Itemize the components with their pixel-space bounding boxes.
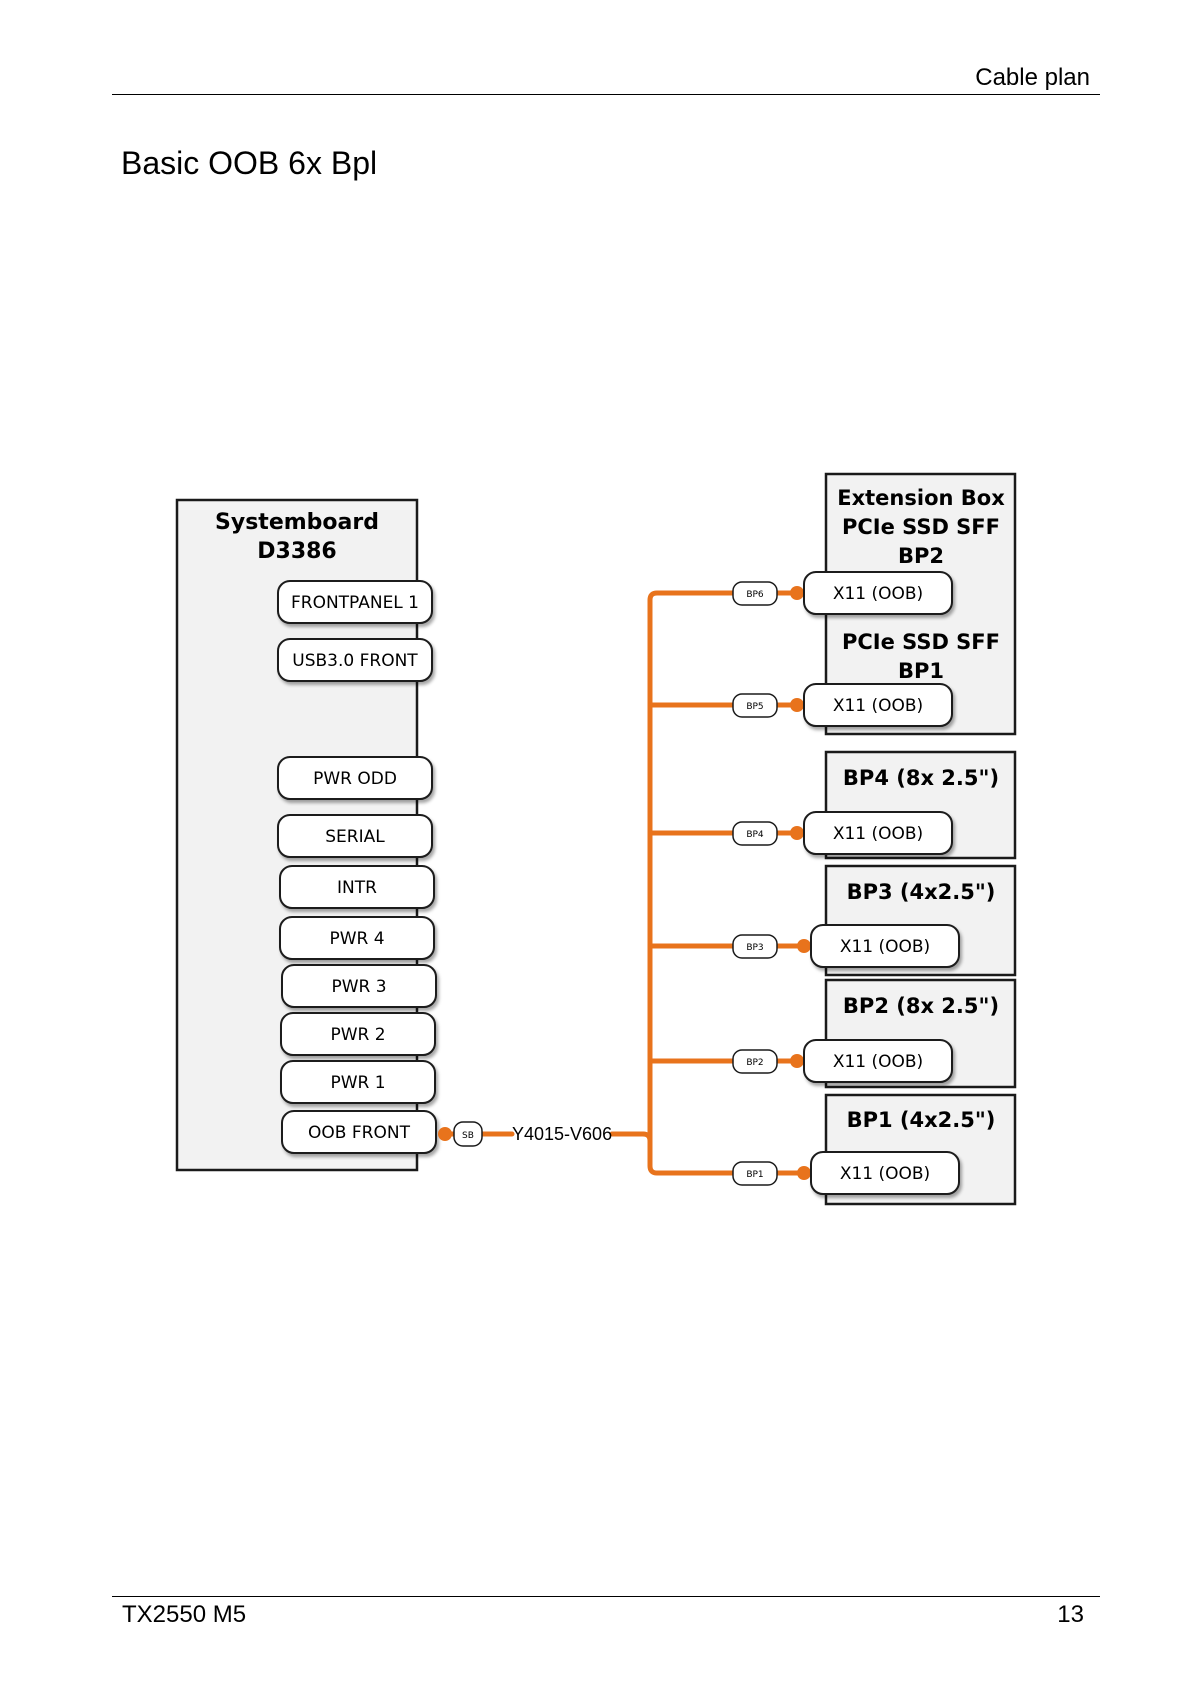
backplane-bp1: BP1 (4x2.5") [824, 1093, 1017, 1206]
header-section-label: Cable plan [975, 64, 1090, 91]
backplane-bp4: BP4 (8x 2.5") [824, 750, 1017, 860]
cable-tag-bp6: BP6 [732, 581, 778, 606]
port-x11-oob-bp5: X11 (OOB) [803, 683, 953, 727]
tag-label: BP6 [746, 590, 764, 600]
extension-box-title-1: Extension Box [837, 486, 1005, 510]
connector-label: PWR 3 [331, 977, 386, 997]
cable-tag-sb: SB [453, 1121, 483, 1147]
connector-frontpanel-1: FRONTPANEL 1 [277, 580, 433, 624]
port-label: X11 (OOB) [833, 824, 923, 844]
connector-usb3-front: USB3.0 FRONT [277, 638, 433, 682]
connector-pwr-3: PWR 3 [281, 964, 437, 1008]
cable-tag-bp3: BP3 [732, 934, 778, 959]
footer-page-number: 13 [1057, 1601, 1084, 1628]
systemboard-title: Systemboard [215, 510, 379, 535]
port-label: X11 (OOB) [833, 584, 923, 604]
connector-pwr-odd: PWR ODD [277, 756, 433, 800]
connector-pwr-2: PWR 2 [280, 1012, 436, 1056]
cable-tag-bp5: BP5 [732, 693, 778, 718]
systemboard-model: D3386 [257, 539, 337, 564]
connector-label: PWR 2 [330, 1025, 385, 1045]
port-x11-oob-bp3: X11 (OOB) [810, 924, 960, 968]
connector-label: PWR 4 [329, 929, 384, 949]
backplane-title: BP1 (4x2.5") [847, 1108, 996, 1132]
page-title: Basic OOB 6x Bpl [121, 145, 378, 181]
port-label: X11 (OOB) [840, 1164, 930, 1184]
connector-pwr-1: PWR 1 [280, 1060, 436, 1104]
connector-label: USB3.0 FRONT [292, 651, 418, 671]
tag-label: BP2 [746, 1058, 763, 1068]
port-x11-oob-bp6: X11 (OOB) [803, 571, 953, 615]
backplane-title: BP4 (8x 2.5") [843, 766, 999, 790]
extension-box-subtitle-2: BP1 [898, 659, 944, 683]
port-x11-oob-bp1: X11 (OOB) [810, 1151, 960, 1195]
cable-tag-bp2: BP2 [732, 1049, 778, 1074]
backplane-bp2: BP2 (8x 2.5") [824, 978, 1017, 1089]
cable-y4015-v606 [438, 590, 807, 1176]
connector-label: FRONTPANEL 1 [291, 593, 419, 613]
tag-label: BP3 [746, 943, 763, 953]
cable-label: Y4015-V606 [512, 1124, 612, 1144]
page-header: Cable plan [112, 64, 1100, 95]
cable-tag-bp4: BP4 [732, 821, 778, 846]
connector-intr: INTR [279, 865, 435, 909]
port-label: X11 (OOB) [840, 937, 930, 957]
footer-model: TX2550 M5 [122, 1601, 247, 1628]
extension-box-subtitle-1: PCIe SSD SFF [842, 630, 1000, 654]
backplane-title: BP3 (4x2.5") [847, 880, 996, 904]
connector-serial: SERIAL [277, 814, 433, 858]
port-x11-oob-bp2: X11 (OOB) [803, 1039, 953, 1083]
page-footer: TX2550 M5 13 [112, 1596, 1100, 1628]
connector-label: INTR [337, 878, 377, 898]
tag-label: SB [462, 1131, 474, 1141]
cable-tag-bp1: BP1 [732, 1161, 778, 1186]
tag-label: BP1 [746, 1170, 763, 1180]
extension-box-title-3: BP2 [898, 544, 944, 568]
extension-box-title-2: PCIe SSD SFF [842, 515, 1000, 539]
connector-label: SERIAL [325, 827, 385, 847]
port-label: X11 (OOB) [833, 696, 923, 716]
tag-label: BP4 [746, 830, 764, 840]
connector-label: PWR ODD [313, 769, 397, 789]
connector-label: PWR 1 [330, 1073, 385, 1093]
port-label: X11 (OOB) [833, 1052, 923, 1072]
extension-box: Extension Box PCIe SSD SFF BP2 PCIe SSD … [824, 472, 1017, 736]
backplane-bp3: BP3 (4x2.5") [824, 864, 1017, 977]
cable-trunk [640, 1131, 736, 1176]
connector-oob-front: OOB FRONT [281, 1110, 437, 1154]
port-x11-oob-bp4: X11 (OOB) [803, 811, 953, 855]
tag-label: BP5 [746, 702, 763, 712]
connector-pwr-4: PWR 4 [279, 916, 435, 960]
cable-trunk [647, 590, 736, 1144]
systemboard-box: Systemboard D3386 [175, 498, 419, 1172]
connector-label: OOB FRONT [308, 1123, 411, 1143]
cable-endpoint-dots [438, 586, 811, 1180]
backplane-title: BP2 (8x 2.5") [843, 994, 999, 1018]
